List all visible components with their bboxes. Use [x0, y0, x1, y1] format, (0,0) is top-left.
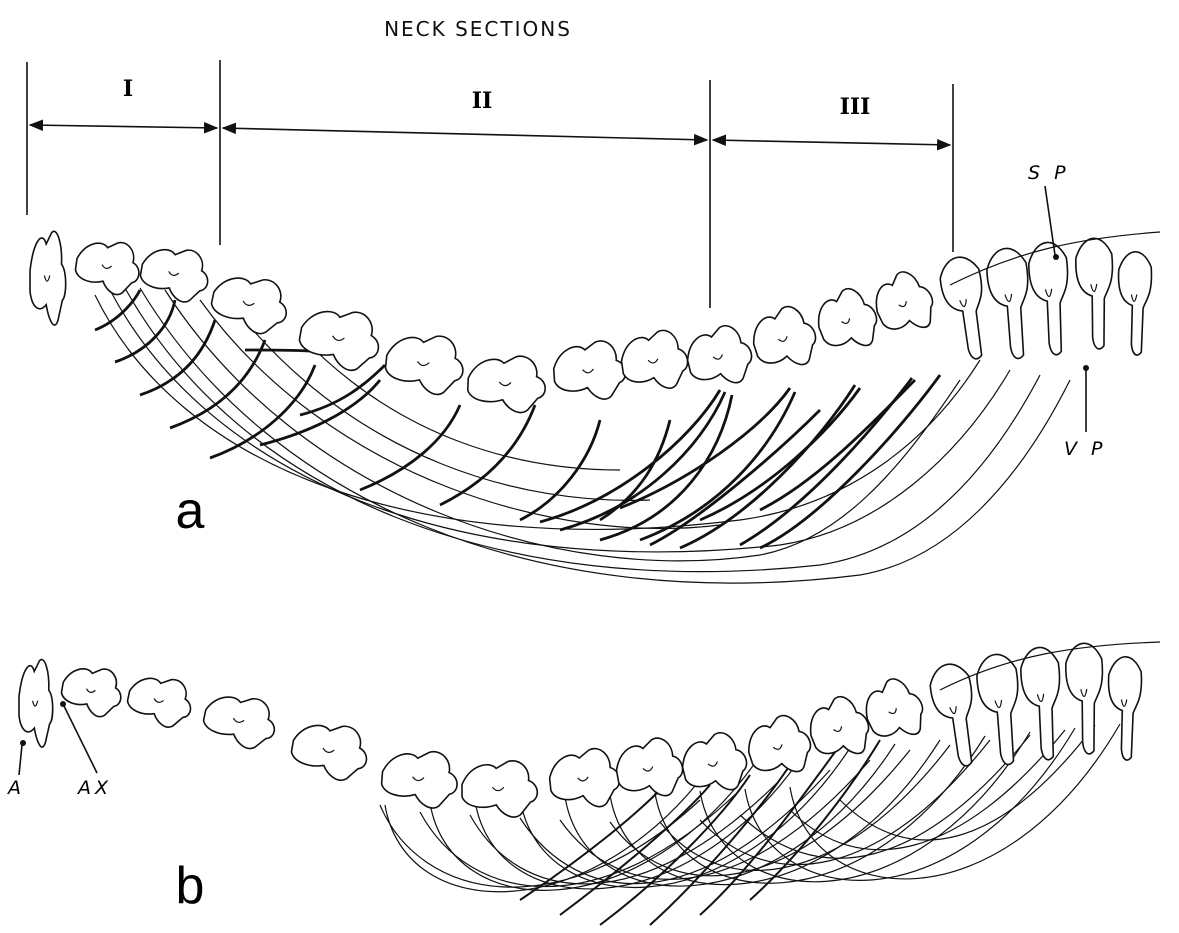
- figure-title: NECK SECTIONS: [384, 17, 572, 41]
- vertebra: [124, 671, 196, 731]
- vertebra: [383, 331, 466, 397]
- vertebra: [137, 242, 212, 305]
- vertebra-outline: [58, 662, 125, 720]
- vertebra: [618, 327, 691, 394]
- vertebra-outline: [380, 748, 459, 809]
- vertebra-outline: [462, 761, 537, 817]
- vertebra-outline: [296, 303, 384, 374]
- vertebra: [552, 339, 627, 402]
- vertebra-outline: [741, 710, 817, 784]
- vertebra: [809, 282, 885, 360]
- vertebra-outline: [1109, 657, 1142, 760]
- vertebra: [30, 231, 66, 325]
- callout-vp: V P: [1064, 365, 1107, 460]
- vertebra: [741, 710, 817, 784]
- vertebra-outline: [200, 689, 280, 753]
- vertebra: [927, 661, 985, 770]
- vertebra-outline: [866, 265, 942, 344]
- vertebra: [856, 672, 932, 751]
- vertebra: [746, 301, 823, 377]
- vertebra-outline: [1075, 238, 1115, 350]
- vertebra-outline: [682, 321, 758, 393]
- vertebra-outline: [552, 339, 627, 402]
- vertebra: [937, 254, 995, 363]
- vertebra-outline: [207, 270, 292, 339]
- muscle-bundle: [540, 390, 720, 522]
- sp-point: [1053, 254, 1059, 260]
- vertebra: [380, 748, 459, 809]
- vertebra: [1109, 657, 1142, 760]
- vertebra: [801, 690, 877, 768]
- vertebra-outline: [19, 660, 53, 747]
- vertebra-outline: [746, 301, 823, 377]
- vertebra-outline: [73, 237, 143, 297]
- vertebra: [1119, 252, 1152, 355]
- section-ii-label: II: [472, 88, 493, 114]
- vertebra: [462, 761, 537, 817]
- vertebral-column-a: [30, 231, 1160, 413]
- atlas-leader-line: [19, 745, 22, 775]
- axis-point: [60, 701, 66, 707]
- section-i-arrow: [30, 125, 217, 128]
- muscle-bundle: [640, 392, 795, 540]
- axis-leader-line: [64, 706, 97, 773]
- vp-point: [1083, 365, 1089, 371]
- vertebra: [467, 354, 546, 413]
- section-iii-label: III: [840, 94, 871, 120]
- panel-b-letter: b: [176, 857, 205, 915]
- vp-label: V P: [1064, 438, 1107, 460]
- vertebra: [866, 265, 942, 344]
- vertebra: [207, 270, 292, 339]
- vertebra-outline: [856, 672, 932, 751]
- vertebra-outline: [383, 331, 466, 397]
- vertebra: [288, 718, 372, 784]
- axis-label: AX: [76, 777, 112, 799]
- muscle-bundle: [95, 290, 140, 330]
- vertebra-outline: [618, 327, 691, 394]
- vertebra-outline: [467, 354, 546, 413]
- section-iii-arrow: [713, 140, 950, 145]
- vertebra: [1075, 238, 1115, 350]
- vertebra-outline: [937, 254, 995, 363]
- vertebra: [58, 662, 125, 720]
- vertebra: [1019, 646, 1065, 761]
- vertebra-outline: [288, 718, 372, 784]
- vertebra: [1065, 643, 1105, 755]
- vertebra: [682, 321, 758, 393]
- vertebra-outline: [1019, 646, 1065, 761]
- panel-a-letter: a: [176, 482, 205, 540]
- vertebra: [200, 689, 280, 753]
- vertebral-column-b: [19, 642, 1160, 817]
- vertebra: [1027, 241, 1073, 356]
- vertebra-outline: [1119, 252, 1152, 355]
- atlas-point: [20, 740, 26, 746]
- vertebra-outline: [124, 671, 196, 731]
- vertebra: [19, 660, 53, 747]
- vertebra-outline: [809, 282, 885, 360]
- vertebra-outline: [137, 242, 212, 305]
- vertebra-outline: [1027, 241, 1073, 356]
- vertebra-outline: [801, 690, 877, 768]
- muscle-bundle: [360, 405, 460, 490]
- vertebra-outline: [1065, 643, 1105, 755]
- vertebra-outline: [927, 661, 985, 770]
- muscle-bundle: [170, 340, 265, 428]
- vertebra: [73, 237, 143, 297]
- section-ii-arrow: [223, 128, 707, 140]
- section-i-label: I: [123, 76, 133, 102]
- section-arrows: [30, 125, 950, 145]
- atlas-label: A: [6, 777, 25, 799]
- vertebra: [612, 735, 687, 804]
- callout-atlas: A: [6, 740, 26, 799]
- vertebra-outline: [30, 231, 66, 325]
- vertebra-outline: [612, 735, 687, 804]
- sp-label: S P: [1028, 162, 1070, 184]
- neck-muscles-a: [95, 288, 1070, 583]
- vertebra: [296, 303, 384, 374]
